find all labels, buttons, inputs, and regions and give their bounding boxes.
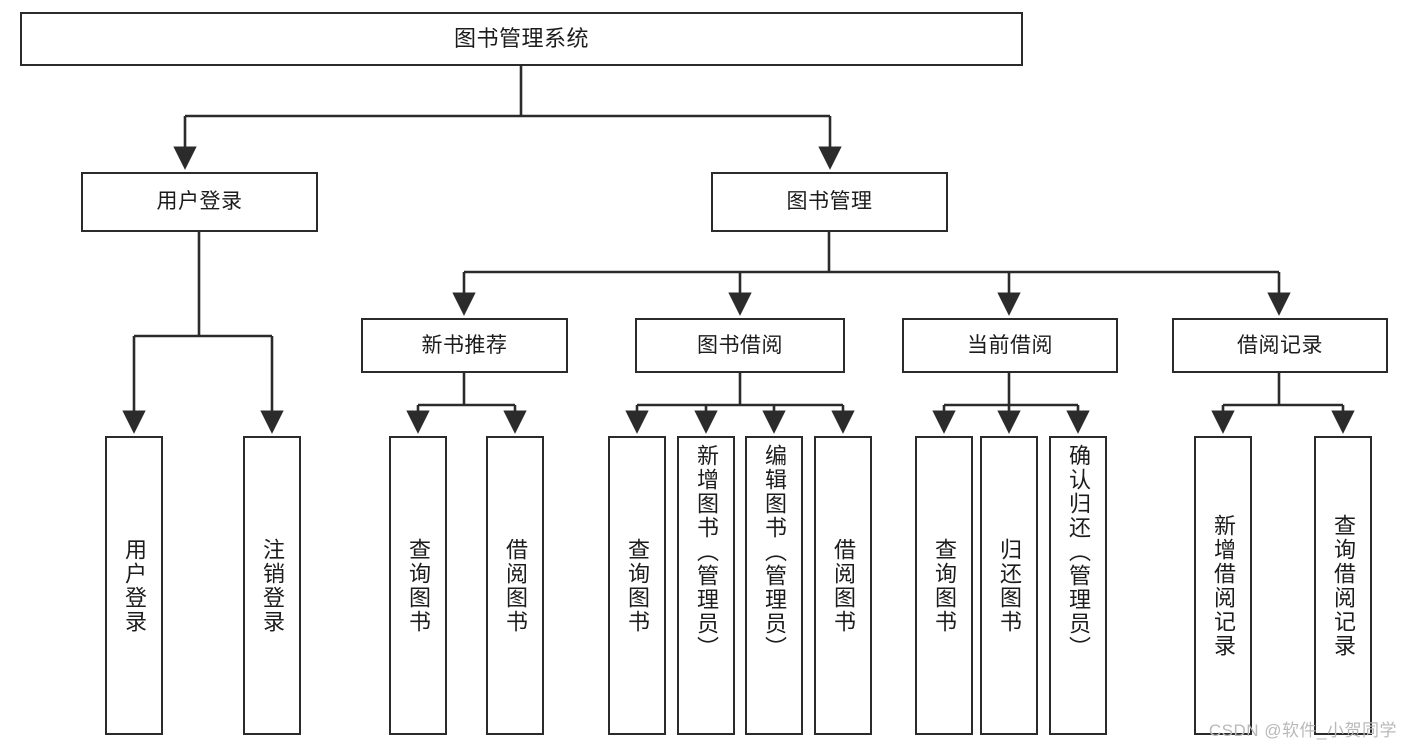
node-leaf-borrow-book-2[interactable]: 借阅图书 — [814, 436, 872, 735]
node-label: 新增图书（管理员） — [694, 444, 719, 660]
node-label: 用户登录 — [156, 190, 243, 214]
node-label: 查询借阅记录 — [1331, 513, 1356, 658]
node-label: 归还图书 — [997, 537, 1022, 634]
node-leaf-query-book-3[interactable]: 查询图书 — [915, 436, 973, 735]
node-leaf-user-login[interactable]: 用户登录 — [105, 436, 163, 735]
node-current-borrow[interactable]: 当前借阅 — [902, 318, 1118, 373]
node-book-borrow[interactable]: 图书借阅 — [635, 318, 845, 373]
node-book-management-system[interactable]: 图书管理系统 — [20, 12, 1023, 66]
node-label: 图书借阅 — [697, 333, 783, 357]
node-label: 用户登录 — [122, 537, 147, 634]
node-borrow-record[interactable]: 借阅记录 — [1172, 318, 1388, 373]
node-label: 新增借阅记录 — [1211, 513, 1236, 658]
node-leaf-borrow-book-1[interactable]: 借阅图书 — [486, 436, 544, 735]
node-leaf-return-book[interactable]: 归还图书 — [980, 436, 1038, 735]
node-leaf-edit-book-admin[interactable]: 编辑图书（管理员） — [745, 436, 803, 735]
node-label: 借阅图书 — [831, 537, 856, 634]
node-leaf-confirm-return-admin[interactable]: 确认归还（管理员） — [1049, 436, 1107, 735]
node-leaf-logout-login[interactable]: 注销登录 — [243, 436, 301, 735]
node-leaf-query-borrow-record[interactable]: 查询借阅记录 — [1314, 436, 1372, 735]
node-user-login[interactable]: 用户登录 — [81, 172, 318, 232]
node-label: 借阅记录 — [1237, 333, 1323, 357]
node-book-management[interactable]: 图书管理 — [711, 172, 948, 232]
node-label: 注销登录 — [260, 537, 285, 634]
node-label: 图书管理 — [786, 190, 873, 214]
node-label: 借阅图书 — [503, 537, 528, 634]
node-label: 查询图书 — [932, 537, 957, 634]
node-leaf-query-book-1[interactable]: 查询图书 — [389, 436, 447, 735]
node-label: 当前借阅 — [967, 333, 1053, 357]
node-label: 新书推荐 — [421, 333, 508, 357]
node-leaf-add-book-admin[interactable]: 新增图书（管理员） — [677, 436, 735, 735]
node-leaf-add-borrow-record[interactable]: 新增借阅记录 — [1194, 436, 1252, 735]
node-new-book-recommend[interactable]: 新书推荐 — [361, 318, 568, 373]
node-label: 查询图书 — [406, 537, 431, 634]
node-label: 查询图书 — [625, 537, 650, 634]
node-label: 编辑图书（管理员） — [762, 444, 787, 660]
node-leaf-query-book-2[interactable]: 查询图书 — [608, 436, 666, 735]
node-label: 确认归还（管理员） — [1066, 444, 1091, 660]
node-label: 图书管理系统 — [453, 25, 589, 51]
watermark: CSDN @软件_小贺同学 — [1208, 721, 1397, 740]
